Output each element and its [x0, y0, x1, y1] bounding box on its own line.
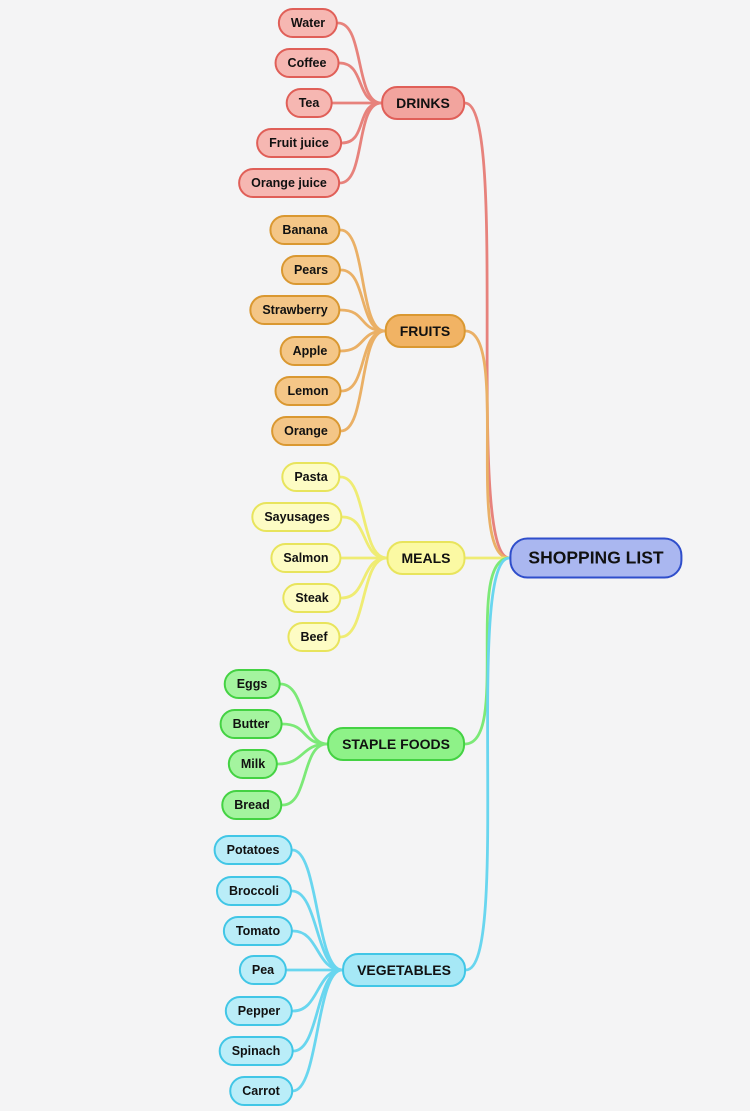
leaf-node-apple[interactable]: Apple [279, 336, 341, 366]
leaf-node-fruit-juice[interactable]: Fruit juice [256, 128, 342, 158]
center-node-shopping-list[interactable]: SHOPPING LIST [509, 537, 683, 579]
leaf-node-broccoli[interactable]: Broccoli [215, 876, 293, 906]
leaf-node-salmon[interactable]: Salmon [270, 543, 342, 573]
leaf-node-orange-juice[interactable]: Orange juice [238, 168, 340, 198]
leaf-node-orange[interactable]: Orange [271, 416, 341, 446]
leaf-node-milk[interactable]: Milk [227, 749, 279, 779]
leaf-node-steak[interactable]: Steak [282, 583, 342, 613]
leaf-node-tomato[interactable]: Tomato [222, 916, 294, 946]
branch-node-meals[interactable]: MEALS [386, 541, 466, 575]
leaf-node-water[interactable]: Water [277, 8, 339, 38]
leaf-node-bread[interactable]: Bread [221, 790, 283, 820]
leaf-node-potatoes[interactable]: Potatoes [213, 835, 293, 865]
leaf-node-pepper[interactable]: Pepper [224, 996, 294, 1026]
leaf-node-pears[interactable]: Pears [280, 255, 342, 285]
branch-node-fruits[interactable]: FRUITS [384, 314, 466, 348]
leaf-node-pea[interactable]: Pea [238, 955, 288, 985]
leaf-node-pasta[interactable]: Pasta [281, 462, 341, 492]
leaf-node-banana[interactable]: Banana [269, 215, 341, 245]
leaf-node-lemon[interactable]: Lemon [274, 376, 342, 406]
branch-node-staple-foods[interactable]: STAPLE FOODS [327, 727, 465, 761]
leaf-node-spinach[interactable]: Spinach [218, 1036, 294, 1066]
leaf-node-coffee[interactable]: Coffee [274, 48, 340, 78]
branch-node-drinks[interactable]: DRINKS [381, 86, 465, 120]
leaf-node-tea[interactable]: Tea [285, 88, 333, 118]
leaf-node-strawberry[interactable]: Strawberry [249, 295, 341, 325]
branch-node-vegetables[interactable]: VEGETABLES [342, 953, 466, 987]
leaf-node-beef[interactable]: Beef [287, 622, 341, 652]
leaf-node-butter[interactable]: Butter [219, 709, 283, 739]
leaf-node-carrot[interactable]: Carrot [229, 1076, 293, 1106]
leaf-node-sayusages[interactable]: Sayusages [251, 502, 343, 532]
leaf-node-eggs[interactable]: Eggs [223, 669, 281, 699]
